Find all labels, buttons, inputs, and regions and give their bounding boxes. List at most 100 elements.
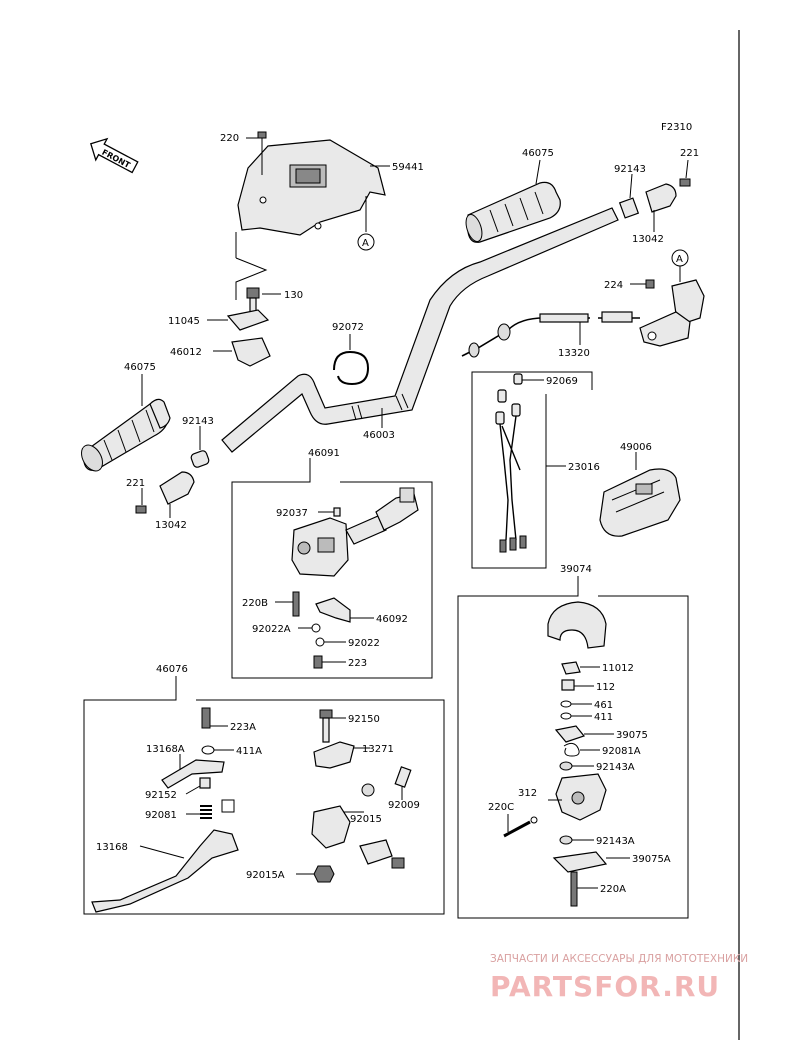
label-223A: 223A	[230, 722, 256, 733]
screw-112	[561, 679, 575, 691]
bush-92143A-1	[559, 761, 573, 771]
screw-220C	[503, 816, 538, 838]
label-130: 130	[284, 290, 303, 301]
harness-box	[471, 371, 593, 569]
label-39075: 39075	[616, 730, 648, 741]
screw-220	[257, 131, 267, 139]
washer-411A	[201, 745, 215, 755]
screw-220A	[570, 871, 578, 907]
label-221-top: 221	[680, 148, 699, 159]
washer-92022A	[311, 623, 321, 633]
label-39075A: 39075A	[632, 854, 671, 865]
screw-221-top	[679, 178, 691, 187]
figure-code: F2310	[661, 122, 692, 133]
front-arrow-icon: FRONT	[89, 137, 139, 174]
label-220B: 220B	[242, 598, 268, 609]
label-92069: 92069	[546, 376, 578, 387]
label-411A: 411A	[236, 746, 262, 757]
washer-92022	[315, 637, 325, 647]
label-92143A-1: 92143A	[596, 762, 635, 773]
label-92015: 92015	[350, 814, 382, 825]
clip-92072	[333, 350, 370, 386]
label-92015A: 92015A	[246, 870, 285, 881]
label-13271: 13271	[362, 744, 394, 755]
throttle-case-312	[555, 773, 607, 821]
label-92143-left: 92143	[182, 416, 214, 427]
switch-housing-46091	[291, 487, 419, 577]
bracket-13271	[313, 741, 355, 769]
clamp-holder-46012	[231, 337, 271, 367]
lever-13168A	[161, 759, 225, 789]
throttle-case-box	[457, 576, 689, 919]
collar-92143-top	[618, 197, 640, 219]
grip-right-46075	[465, 181, 561, 243]
grip-left-46075	[81, 398, 171, 472]
screw-224	[645, 279, 655, 289]
watermark-logo: PARTSFOR.RU	[490, 970, 720, 1003]
label-220C: 220C	[488, 802, 514, 813]
label-312: 312	[518, 788, 537, 799]
screw-221-left	[135, 505, 147, 514]
label-46012: 46012	[170, 347, 202, 358]
label-92150: 92150	[348, 714, 380, 725]
label-39074: 39074	[560, 564, 592, 575]
weight-13042-left	[159, 471, 195, 505]
spring-92081	[200, 805, 212, 819]
label-11012: 11012	[602, 663, 634, 674]
label-13168: 13168	[96, 842, 128, 853]
bolt-92150	[319, 709, 333, 719]
label-92143A-2: 92143A	[596, 836, 635, 847]
label-92081: 92081	[145, 810, 177, 821]
switch-92009	[361, 766, 412, 797]
ref-marker-a-label-1: A	[362, 238, 369, 249]
label-92143-top: 92143	[614, 164, 646, 175]
bush-92143A-2	[559, 835, 573, 845]
label-49006: 49006	[620, 442, 652, 453]
label-112: 112	[596, 682, 615, 693]
handlebar-cover	[237, 139, 386, 236]
label-92009: 92009	[388, 800, 420, 811]
label-220A: 220A	[600, 884, 626, 895]
label-13042-left: 13042	[155, 520, 187, 531]
label-92081A: 92081A	[602, 746, 641, 757]
collar-92143-left	[190, 450, 210, 468]
label-92037: 92037	[276, 508, 308, 519]
clamp-92015	[359, 839, 393, 865]
label-46091: 46091	[308, 448, 340, 459]
label-13168A: 13168A	[146, 744, 185, 755]
part-39075A	[552, 851, 608, 873]
ref-marker-a-label-2: A	[676, 254, 683, 265]
throttle-cable-13320	[461, 317, 640, 357]
part-39075	[554, 725, 586, 743]
switch-box	[231, 458, 433, 679]
watermark-tagline: ЗАПЧАСТИ И АКСЕССУАРЫ ДЛЯ МОТОТЕХНИКИ	[490, 953, 748, 965]
handlebar-46003	[221, 207, 619, 453]
label-46092: 46092	[376, 614, 408, 625]
weight-13042-top	[645, 183, 677, 213]
spring-92081A	[563, 742, 580, 757]
lever-46092	[315, 597, 351, 623]
wiring-harness-23016	[495, 389, 527, 553]
part-92152	[199, 777, 211, 789]
perch-housing	[311, 805, 351, 849]
throttle-housing	[639, 279, 705, 347]
label-224: 224	[604, 280, 623, 291]
ref-marker-a-1	[357, 233, 375, 251]
screw-223A	[201, 707, 211, 729]
nut-92015A	[313, 865, 335, 883]
label-92022A: 92022A	[252, 624, 291, 635]
label-11045: 11045	[168, 316, 200, 327]
label-46076: 46076	[156, 664, 188, 675]
label-46075-top: 46075	[522, 148, 554, 159]
label-46003: 46003	[363, 430, 395, 441]
part-92037	[333, 507, 341, 517]
screw-223	[313, 655, 323, 669]
label-92022: 92022	[348, 638, 380, 649]
label-59441: 59441	[392, 162, 424, 173]
label-220: 220	[220, 133, 239, 144]
label-92072: 92072	[332, 322, 364, 333]
label-13320: 13320	[558, 348, 590, 359]
label-221-left: 221	[126, 478, 145, 489]
label-461: 461	[594, 700, 613, 711]
